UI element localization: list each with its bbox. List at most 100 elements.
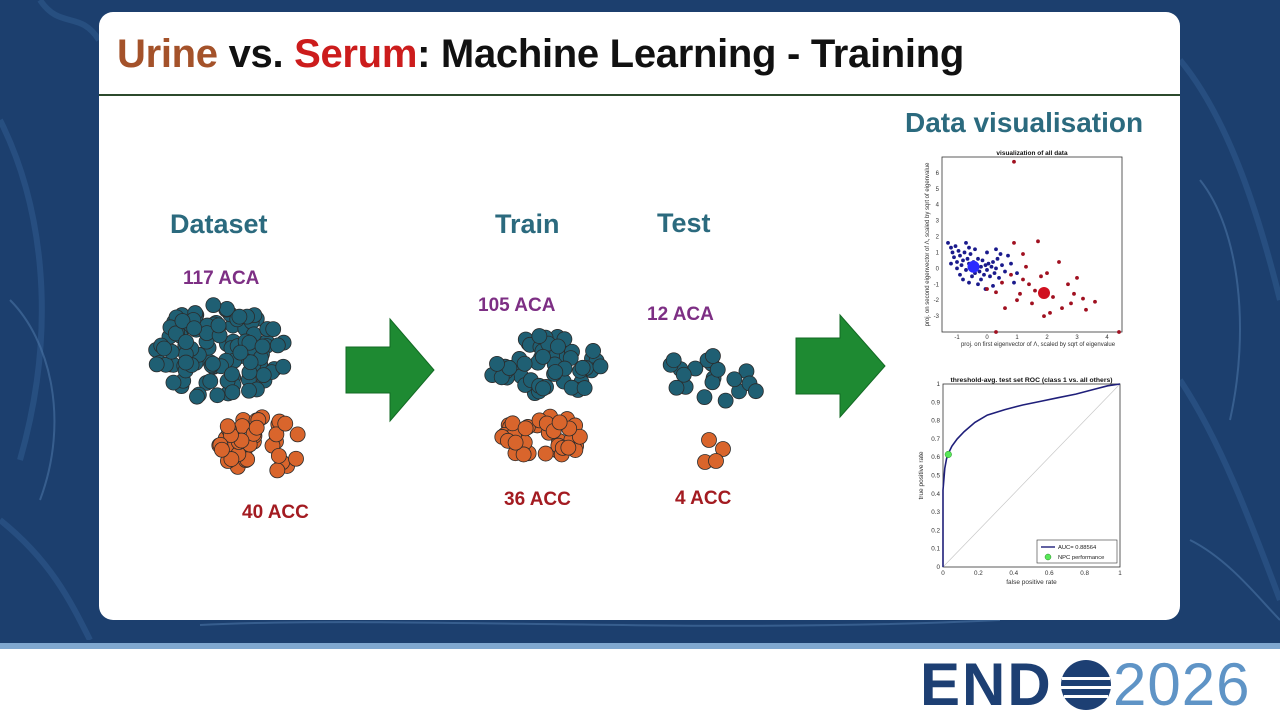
- scatter-point: [959, 263, 964, 268]
- scatter-point: [958, 253, 962, 258]
- scatter-point: [949, 261, 953, 266]
- train-aca-cluster: [484, 328, 609, 402]
- train-heading: Train: [495, 209, 560, 239]
- cluster-dot: [585, 343, 602, 359]
- scatter-point: [997, 276, 1001, 280]
- cluster-dot: [665, 352, 682, 369]
- scatter-y-tick: -1: [934, 282, 940, 288]
- scatter-point: [968, 252, 973, 256]
- cluster-diagram: [148, 297, 886, 479]
- scatter-y-tick: -2: [934, 298, 940, 304]
- scatter-axes-box: [941, 156, 1123, 333]
- end-logo-year: 2026: [1113, 651, 1251, 718]
- scatter-point: [994, 290, 998, 295]
- cluster-dot: [204, 355, 221, 372]
- test-acc-count: 4 ACC: [675, 488, 732, 509]
- scatter-point: [979, 277, 983, 282]
- scatter-x-tick: 4: [1105, 335, 1109, 341]
- scatter-centroid: [1038, 287, 1050, 300]
- cluster-dot: [675, 366, 692, 383]
- scatter-point: [991, 283, 995, 288]
- cluster-dot: [248, 419, 265, 436]
- train-acc-count: 36 ACC: [504, 489, 571, 510]
- visualisation-heading: Data visualisation: [905, 107, 1144, 138]
- scatter-point: [953, 244, 958, 248]
- scatter-point: [1021, 252, 1025, 256]
- scatter-x-tick: 1: [1015, 335, 1019, 341]
- cluster-dot: [275, 358, 292, 375]
- cluster-dot: [709, 361, 726, 378]
- scatter-point: [956, 248, 961, 253]
- cluster-dot: [574, 359, 591, 376]
- cluster-dot: [219, 418, 236, 435]
- scatter-point: [962, 250, 967, 255]
- scatter-x-tick: 2: [1045, 335, 1049, 341]
- cluster-dot: [726, 371, 743, 388]
- cluster-dot: [189, 388, 205, 405]
- scatter-point: [1045, 271, 1049, 276]
- slide-card: Urine vs. Serum: Machine Learning - Trai…: [99, 12, 1180, 620]
- scatter-point: [979, 264, 983, 269]
- scatter-point: [1051, 295, 1055, 299]
- scatter-point: [1117, 330, 1121, 334]
- roc-x-tick: 1: [1118, 570, 1122, 577]
- cluster-dot: [696, 389, 713, 406]
- scatter-point: [970, 274, 974, 279]
- scatter-point: [1075, 276, 1079, 280]
- scatter-y-tick: 5: [936, 187, 940, 193]
- cluster-dot: [717, 392, 734, 409]
- scatter-point: [986, 261, 991, 266]
- legend-label-auc: AUC= 0.88564: [1058, 545, 1097, 551]
- cluster-dot: [270, 447, 287, 464]
- scatter-point: [1033, 288, 1037, 293]
- scatter-point: [982, 272, 986, 277]
- cluster-dot: [747, 383, 764, 400]
- roc-x-tick: 0: [941, 570, 945, 577]
- cluster-dot: [148, 356, 165, 373]
- scatter-point: [1072, 291, 1076, 296]
- scatter-point: [1024, 264, 1028, 269]
- roc-x-tick: 0.2: [974, 570, 983, 577]
- scatter-point: [1000, 263, 1004, 268]
- scatter-point: [1021, 277, 1025, 282]
- cluster-dot: [174, 313, 191, 329]
- roc-y-label: true positive rate: [918, 451, 925, 499]
- dataset-aca-count: 117 ACA: [183, 268, 260, 289]
- cluster-dot: [289, 426, 306, 443]
- cluster-dot: [265, 321, 282, 338]
- roc-legend: [1036, 539, 1118, 564]
- scatter-point: [980, 258, 985, 263]
- scatter-point: [1000, 280, 1004, 285]
- cluster-dot: [241, 382, 257, 399]
- scatter-y-tick: 6: [936, 171, 940, 177]
- roc-plot: threshold-avg. test set ROC (class 1 vs.…: [918, 377, 1122, 586]
- scatter-point: [958, 272, 962, 277]
- scatter-point: [1093, 299, 1097, 304]
- scatter-point: [952, 255, 956, 260]
- scatter-point: [1042, 314, 1046, 318]
- cluster-dot: [516, 355, 533, 372]
- arrow-split-to-visualisation: [795, 313, 886, 419]
- scatter-x-tick: 0: [985, 335, 989, 341]
- test-aca-count: 12 ACA: [647, 304, 714, 325]
- roc-y-tick: 0.9: [931, 399, 940, 406]
- cluster-dot: [202, 373, 219, 390]
- cluster-dot: [537, 445, 554, 462]
- cluster-dot: [231, 308, 248, 325]
- scatter-point: [976, 282, 980, 287]
- scatter-point: [985, 268, 989, 272]
- scatter-point: [965, 256, 970, 261]
- dataset-aca-cluster: [148, 297, 292, 405]
- cluster-dot: [531, 328, 548, 344]
- roc-y-tick: 0: [936, 564, 940, 571]
- scatter-point: [955, 260, 959, 264]
- scatter-point: [976, 256, 980, 261]
- scatter-point: [985, 250, 989, 255]
- cluster-dot: [178, 354, 194, 371]
- scatter-point: [1015, 298, 1019, 303]
- scatter-point: [1003, 306, 1007, 311]
- cluster-dot: [547, 364, 564, 380]
- scatter-point: [1039, 274, 1043, 279]
- cluster-dot: [515, 446, 532, 463]
- cluster-dot: [560, 439, 577, 456]
